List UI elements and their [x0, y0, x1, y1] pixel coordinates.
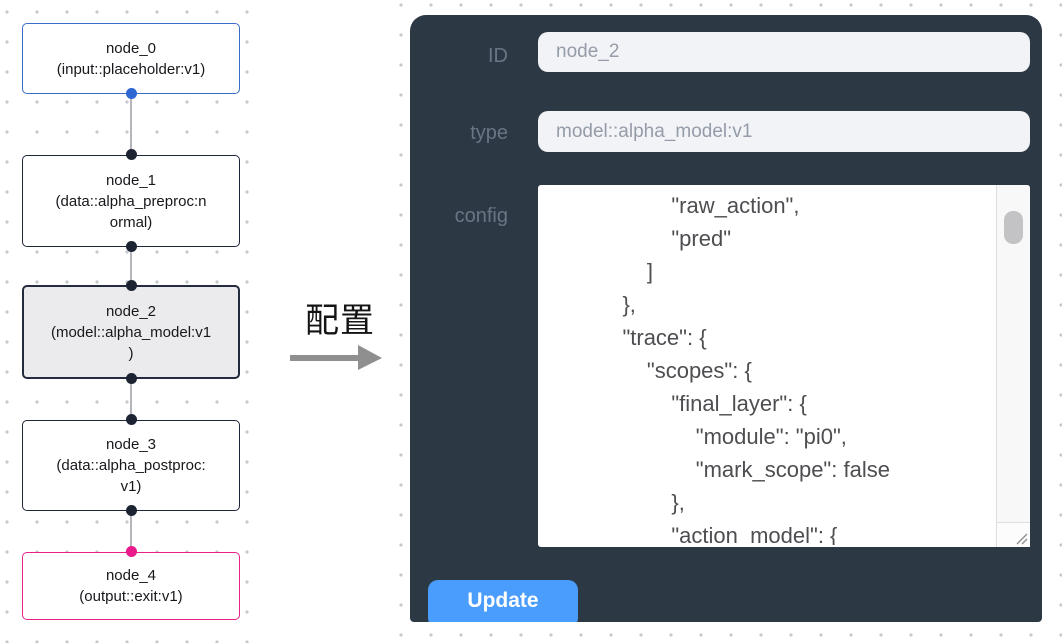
config-editor[interactable]: "raw_action", "pred" ] }, "trace": { "sc…: [538, 185, 1030, 547]
node-config-panel: ID type config "raw_action", "pred" ] },…: [410, 15, 1042, 622]
config-field-label: config: [454, 205, 508, 227]
flow-canvas[interactable]: node_0 (input::placeholder:v1) node_1 (d…: [0, 0, 272, 643]
node_0-source-handle[interactable]: [126, 88, 137, 99]
node_3-target-handle[interactable]: [126, 414, 137, 425]
right-arrow-icon: [290, 345, 382, 370]
resize-grip-icon[interactable]: [1013, 530, 1028, 545]
node_2-target-handle[interactable]: [126, 280, 137, 291]
flow-node-node_3[interactable]: node_3 (data::alpha_postproc: v1): [22, 420, 240, 511]
transfer-label: 配置: [305, 302, 375, 340]
config-scrollbar-thumb[interactable]: [1004, 211, 1023, 244]
node_4-target-handle[interactable]: [126, 546, 137, 557]
update-button[interactable]: Update: [428, 580, 578, 622]
edge-node2-node3: [130, 378, 132, 420]
node_3-source-handle[interactable]: [126, 505, 137, 516]
type-input[interactable]: [538, 111, 1030, 152]
id-input[interactable]: [538, 32, 1030, 72]
edge-node3-node4: [130, 510, 132, 552]
edge-node0-node1: [130, 94, 132, 155]
flow-node-node_4[interactable]: node_4 (output::exit:v1): [22, 552, 240, 620]
config-panel-canvas: ID type config "raw_action", "pred" ] },…: [395, 0, 1062, 643]
id-field-label: ID: [488, 45, 508, 67]
flow-node-node_0[interactable]: node_0 (input::placeholder:v1): [22, 23, 240, 94]
transfer-annotation: 配置: [288, 293, 392, 370]
config-json-text[interactable]: "raw_action", "pred" ] }, "trace": { "sc…: [622, 193, 890, 545]
node_2-source-handle[interactable]: [126, 373, 137, 384]
config-scrollbar[interactable]: [996, 185, 1030, 522]
config-scrollbar-corner: [996, 522, 1030, 547]
edge-node1-node2: [130, 246, 132, 286]
node_1-target-handle[interactable]: [126, 149, 137, 160]
flow-node-node_1[interactable]: node_1 (data::alpha_preproc:n ormal): [22, 155, 240, 247]
flow-node-node_2-selected[interactable]: node_2 (model::alpha_model:v1 ): [22, 285, 240, 379]
node_1-source-handle[interactable]: [126, 241, 137, 252]
type-field-label: type: [470, 122, 508, 144]
